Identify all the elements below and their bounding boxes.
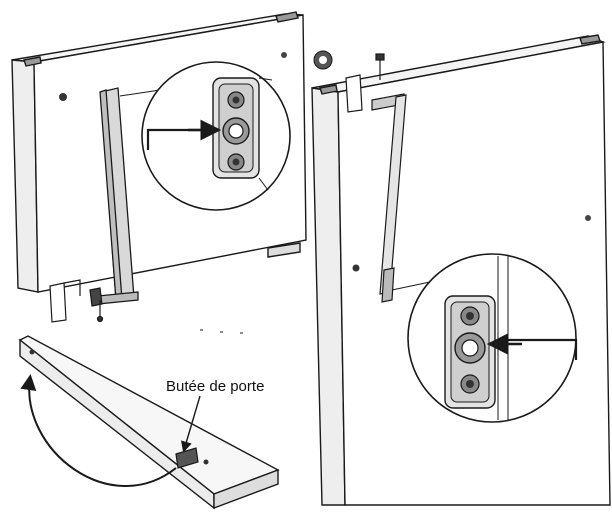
door-stop-label: Butée de porte	[166, 378, 265, 395]
side-hole-right	[585, 215, 591, 221]
screw-hole-left	[59, 93, 67, 101]
bottom-hinge-top-panel	[49, 279, 103, 323]
bottom-door-slab	[18, 335, 280, 510]
relocation-arrow-icon	[20, 374, 177, 488]
washer-icon	[313, 50, 333, 70]
side-hole-left	[352, 264, 360, 272]
hex-key-icon	[146, 128, 202, 150]
dash-marks	[200, 329, 243, 334]
screw-icon	[96, 300, 104, 323]
slab-hole-right	[203, 459, 209, 465]
hex-key-icon-right	[498, 338, 578, 360]
slab-hole-left	[29, 349, 35, 355]
door-hole	[281, 52, 287, 58]
hinge-bracket-icon	[97, 87, 139, 305]
callout-leader	[181, 395, 201, 453]
screw-icon-top	[375, 53, 385, 80]
top-hinge-cabinet	[345, 74, 407, 303]
